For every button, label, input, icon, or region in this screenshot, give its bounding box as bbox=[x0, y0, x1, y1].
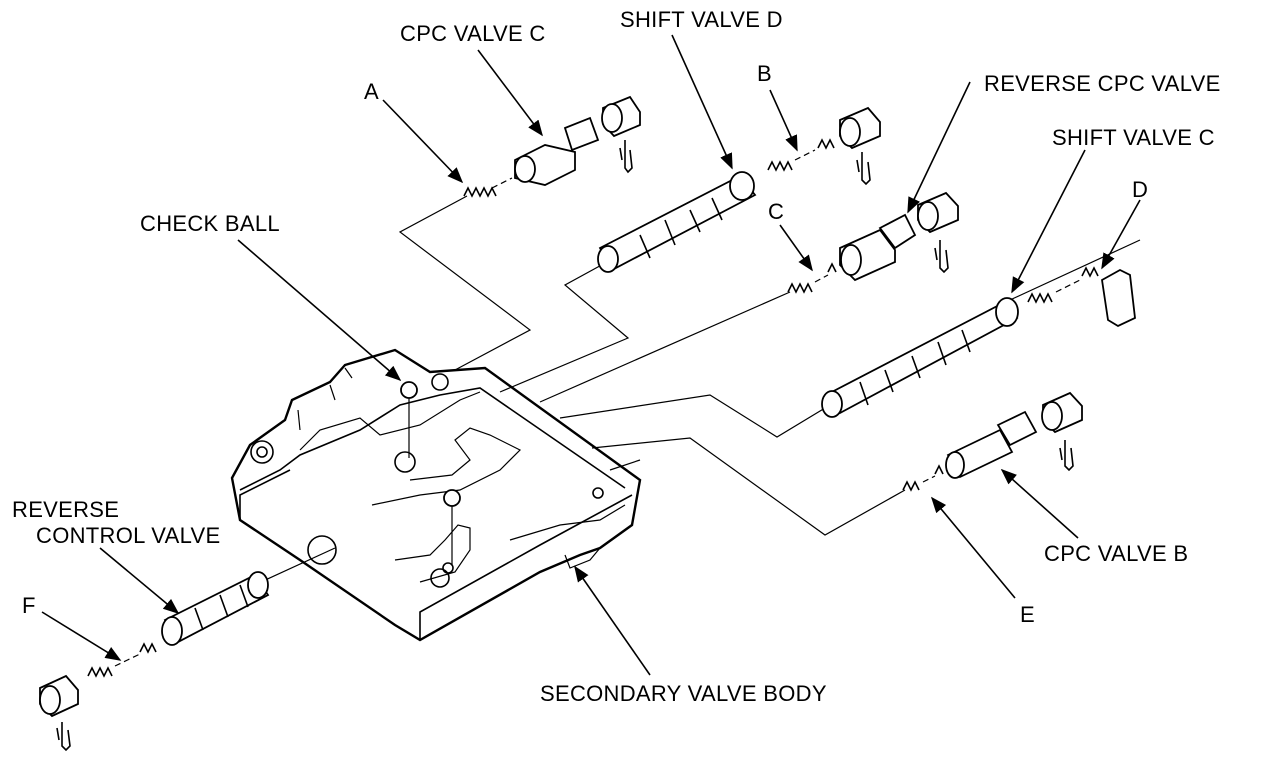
label-a: A bbox=[364, 79, 379, 104]
label-d: D bbox=[1132, 177, 1149, 202]
label-c: C bbox=[768, 199, 785, 224]
label-cpc-valve-c: CPC VALVE C bbox=[400, 21, 546, 46]
leader-shift-valve-c bbox=[1011, 149, 1086, 294]
leader-b bbox=[769, 89, 798, 152]
spring-c bbox=[787, 262, 837, 294]
spring-e bbox=[902, 464, 944, 492]
spring-a bbox=[463, 177, 513, 198]
label-b: B bbox=[757, 61, 772, 86]
label-reverse-control-valve-line2: CONTROL VALVE bbox=[36, 523, 221, 548]
reverse-control-valve bbox=[161, 571, 270, 646]
label-cpc-valve-b: CPC VALVE B bbox=[1044, 541, 1189, 566]
leader-shift-valve-d bbox=[671, 34, 733, 170]
spring-d bbox=[1027, 266, 1099, 304]
check-ball-2 bbox=[443, 489, 461, 507]
leader-cpc-valve-c bbox=[477, 49, 543, 137]
cpc-valve-b-plug-and-clip bbox=[1041, 391, 1083, 472]
leader-check-ball bbox=[237, 239, 402, 382]
leader-reverse-cpc-valve bbox=[907, 81, 971, 214]
check-ball-1 bbox=[400, 381, 418, 399]
cpc-valve-b bbox=[945, 410, 1038, 479]
assembly-guide-lines bbox=[249, 195, 1141, 588]
cpc-valve-c-plug-and-clip bbox=[601, 95, 641, 174]
shift-valve-d bbox=[597, 171, 757, 273]
label-f: F bbox=[22, 593, 36, 618]
label-reverse-control-valve-line1: REVERSE bbox=[12, 497, 120, 522]
spring-b-plug-and-clip bbox=[839, 106, 881, 186]
reverse-cpc-valve-plug-and-clip bbox=[917, 191, 959, 274]
leader-f bbox=[41, 611, 122, 661]
leader-lines bbox=[41, 34, 1141, 676]
spring-f-plug-and-clip bbox=[39, 674, 79, 752]
shift-valve-c bbox=[821, 297, 1019, 418]
leader-cpc-valve-b bbox=[1000, 468, 1079, 539]
label-reverse-cpc-valve: REVERSE CPC VALVE bbox=[984, 71, 1221, 96]
leader-c bbox=[779, 224, 813, 272]
leader-e bbox=[930, 496, 1016, 599]
label-check-ball: CHECK BALL bbox=[140, 211, 280, 236]
cpc-valve-c bbox=[514, 116, 600, 186]
secondary-valve-body bbox=[230, 348, 642, 642]
spring-f bbox=[87, 642, 157, 678]
label-secondary-valve-body: SECONDARY VALVE BODY bbox=[540, 681, 827, 706]
label-shift-valve-c: SHIFT VALVE C bbox=[1052, 125, 1215, 150]
leader-a bbox=[382, 99, 464, 184]
label-e: E bbox=[1020, 602, 1035, 627]
check-balls bbox=[400, 381, 461, 565]
leader-secondary-valve-body bbox=[574, 565, 651, 676]
reverse-cpc-valve bbox=[839, 213, 917, 282]
label-shift-valve-d: SHIFT VALVE D bbox=[620, 7, 783, 32]
leader-reverse-control-valve bbox=[99, 547, 180, 615]
leader-d bbox=[1101, 199, 1141, 270]
spring-d-cap bbox=[1101, 268, 1136, 328]
spring-b bbox=[767, 138, 835, 172]
